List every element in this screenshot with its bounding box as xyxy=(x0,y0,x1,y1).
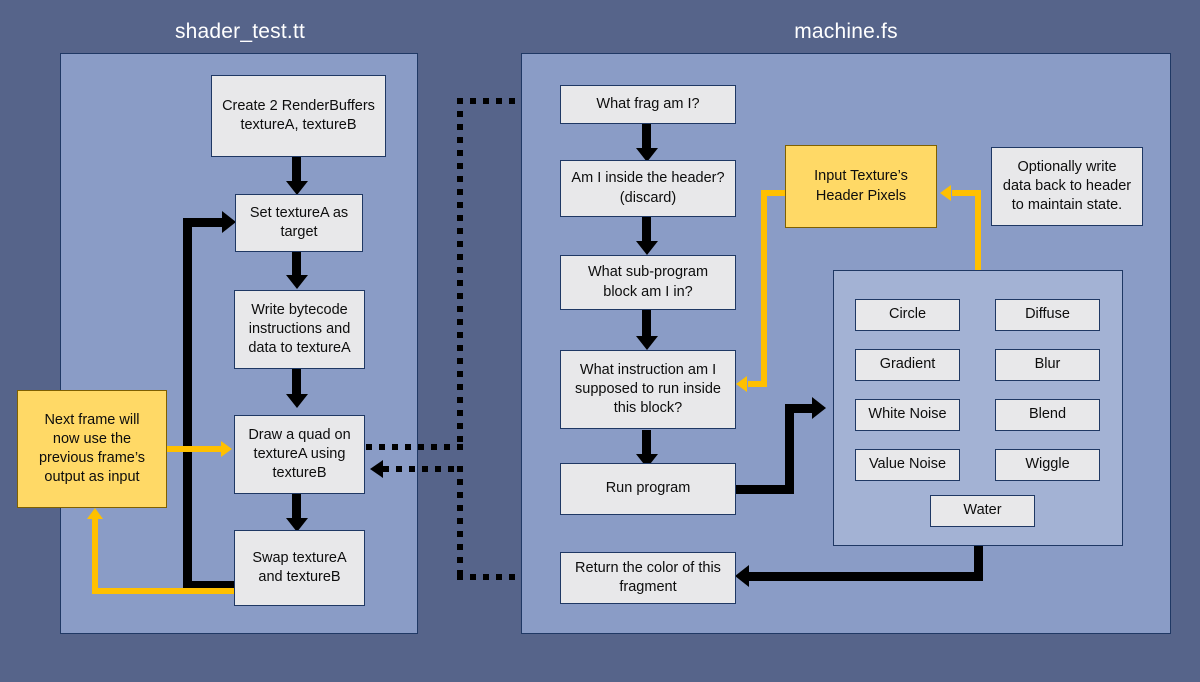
arrowhead-writeback-to-header xyxy=(940,185,951,201)
op-gradient[interactable]: Gradient xyxy=(855,349,960,381)
panel-title-right: machine.fs xyxy=(794,20,898,43)
connector-subprogram-to-instruction xyxy=(642,310,651,338)
op-blur[interactable]: Blur xyxy=(995,349,1100,381)
arrowhead-draw-to-swap xyxy=(286,518,308,532)
node-inside-header: Am I inside the header? (discard) xyxy=(560,160,736,217)
panel-title-left: shader_test.tt xyxy=(174,20,306,43)
arrowhead-header-to-subprogram xyxy=(636,241,658,255)
yellow-writeback-h xyxy=(952,190,981,196)
dotted-draw-to-frag-lower xyxy=(366,444,463,450)
connector-draw-to-swap xyxy=(292,494,301,520)
node-header-pixels: Input Texture’s Header Pixels xyxy=(785,145,937,228)
connector-set-to-write xyxy=(292,252,301,277)
connector-write-to-draw xyxy=(292,369,301,397)
node-swap-textures: Swap textureA and textureB xyxy=(234,530,365,606)
yellow-writeback-v xyxy=(975,190,981,272)
arrowhead-callout-to-draw xyxy=(221,441,232,457)
arrowhead-run-to-ops xyxy=(812,397,826,419)
connector-create-to-set xyxy=(292,157,301,183)
op-value-noise[interactable]: Value Noise xyxy=(855,449,960,481)
connector-instruction-to-run xyxy=(642,430,651,456)
callout-next-frame: Next frame will now use the previous fra… xyxy=(17,390,167,508)
yellow-header-to-instruction-h-top xyxy=(761,190,786,196)
connector-loop-left xyxy=(183,218,192,590)
arrowhead-set-to-write xyxy=(286,275,308,289)
arrowhead-frag-to-header xyxy=(636,148,658,162)
connector-run-to-ops-h2 xyxy=(785,404,815,413)
node-write-back-header: Optionally write data back to header to … xyxy=(991,147,1143,226)
arrowhead-create-to-set xyxy=(286,181,308,195)
yellow-connector-swap-bottom xyxy=(92,588,240,594)
dotted-draw-to-frag-upper xyxy=(457,98,543,104)
arrowhead-write-to-draw xyxy=(286,394,308,408)
dotted-return-to-draw xyxy=(383,466,463,472)
op-water[interactable]: Water xyxy=(930,495,1035,527)
op-wiggle[interactable]: Wiggle xyxy=(995,449,1100,481)
node-write-bytecode: Write bytecode instructions and data to … xyxy=(234,290,365,369)
yellow-header-to-instruction-v xyxy=(761,190,767,387)
yellow-header-to-instruction-h-bot xyxy=(748,381,767,387)
arrowhead-swap-to-callout xyxy=(87,508,103,519)
node-run-program: Run program xyxy=(560,463,736,515)
yellow-connector-swap-up xyxy=(92,519,98,594)
connector-ops-to-return-v xyxy=(974,546,983,581)
arrowhead-ops-to-return xyxy=(735,565,749,587)
arrowhead-loop-to-set xyxy=(222,211,236,233)
op-circle[interactable]: Circle xyxy=(855,299,960,331)
arrowhead-header-to-instruction xyxy=(736,376,747,392)
arrowhead-subprogram-to-instruction xyxy=(636,336,658,350)
connector-ops-to-return-h xyxy=(748,572,983,581)
connector-run-to-ops-h1 xyxy=(735,485,794,494)
node-return-color: Return the color of this fragment xyxy=(560,552,736,604)
connector-loop-bottom xyxy=(183,581,238,590)
connector-run-to-ops-v xyxy=(785,404,794,494)
dotted-return-vertical xyxy=(457,466,463,580)
yellow-connector-callout-to-draw xyxy=(167,446,222,452)
node-set-texture-target: Set textureA as target xyxy=(235,194,363,252)
connector-header-to-subprogram xyxy=(642,217,651,243)
node-create-renderbuffers: Create 2 RenderBuffers textureA, texture… xyxy=(211,75,386,157)
dotted-return-bottom xyxy=(457,574,561,580)
dotted-draw-to-frag-vertical xyxy=(457,98,463,450)
op-blend[interactable]: Blend xyxy=(995,399,1100,431)
node-what-instruction: What instruction am I supposed to run in… xyxy=(560,350,736,429)
connector-loop-top xyxy=(183,218,225,227)
node-draw-quad: Draw a quad on textureA using textureB xyxy=(234,415,365,494)
arrowhead-dotted-to-draw xyxy=(370,460,383,478)
node-sub-program-block: What sub-program block am I in? xyxy=(560,255,736,310)
node-what-frag: What frag am I? xyxy=(560,85,736,124)
op-diffuse[interactable]: Diffuse xyxy=(995,299,1100,331)
op-white-noise[interactable]: White Noise xyxy=(855,399,960,431)
connector-frag-to-header xyxy=(642,124,651,150)
